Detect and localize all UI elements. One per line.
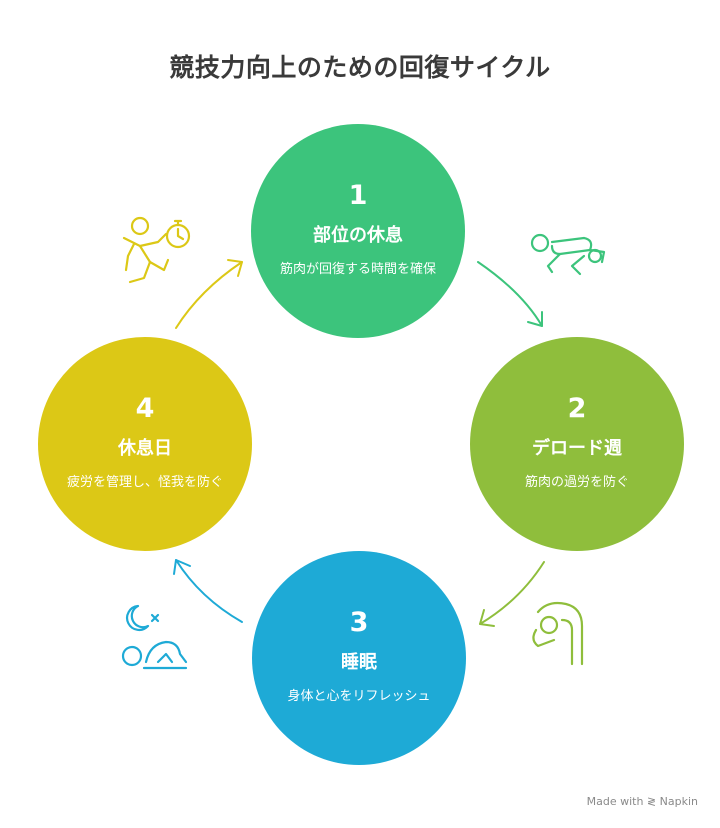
step-name: 睡眠 — [341, 651, 377, 673]
step-description: 筋肉が回復する時間を確保 — [279, 262, 436, 278]
step-description: 筋肉の過労を防ぐ — [524, 475, 629, 491]
athlete-stopwatch-icon — [122, 216, 191, 284]
resting-figure-icon — [532, 601, 584, 666]
step-description: 疲労を管理し、怪我を防ぐ — [66, 475, 223, 491]
arrow-2-to-3 — [479, 561, 545, 627]
napkin-credit: Made with ≷ Napkin — [586, 795, 698, 808]
step-2-circle: 2 デロード週 筋肉の過労を防ぐ — [470, 337, 684, 551]
sleeping-figure-icon — [121, 604, 188, 670]
step-name: 休息日 — [118, 437, 172, 459]
step-description: 身体と心をリフレッシュ — [287, 689, 431, 705]
step-name: 部位の休息 — [313, 224, 403, 246]
step-name: デロード週 — [532, 437, 622, 459]
arrow-3-to-4 — [173, 559, 243, 623]
step-1-circle: 1 部位の休息 筋肉が回復する時間を確保 — [251, 124, 465, 338]
step-number: 3 — [349, 606, 369, 638]
step-number: 4 — [135, 392, 155, 424]
step-3-circle: 3 睡眠 身体と心をリフレッシュ — [252, 551, 466, 765]
arrow-1-to-2 — [477, 261, 543, 327]
step-number: 2 — [567, 392, 587, 424]
step-number: 1 — [348, 179, 368, 211]
arrow-4-to-1 — [175, 259, 243, 329]
stretching-figure-icon — [530, 233, 606, 276]
diagram-title: 競技力向上のための回復サイクル — [169, 53, 551, 82]
step-4-circle: 4 休息日 疲労を管理し、怪我を防ぐ — [38, 337, 252, 551]
